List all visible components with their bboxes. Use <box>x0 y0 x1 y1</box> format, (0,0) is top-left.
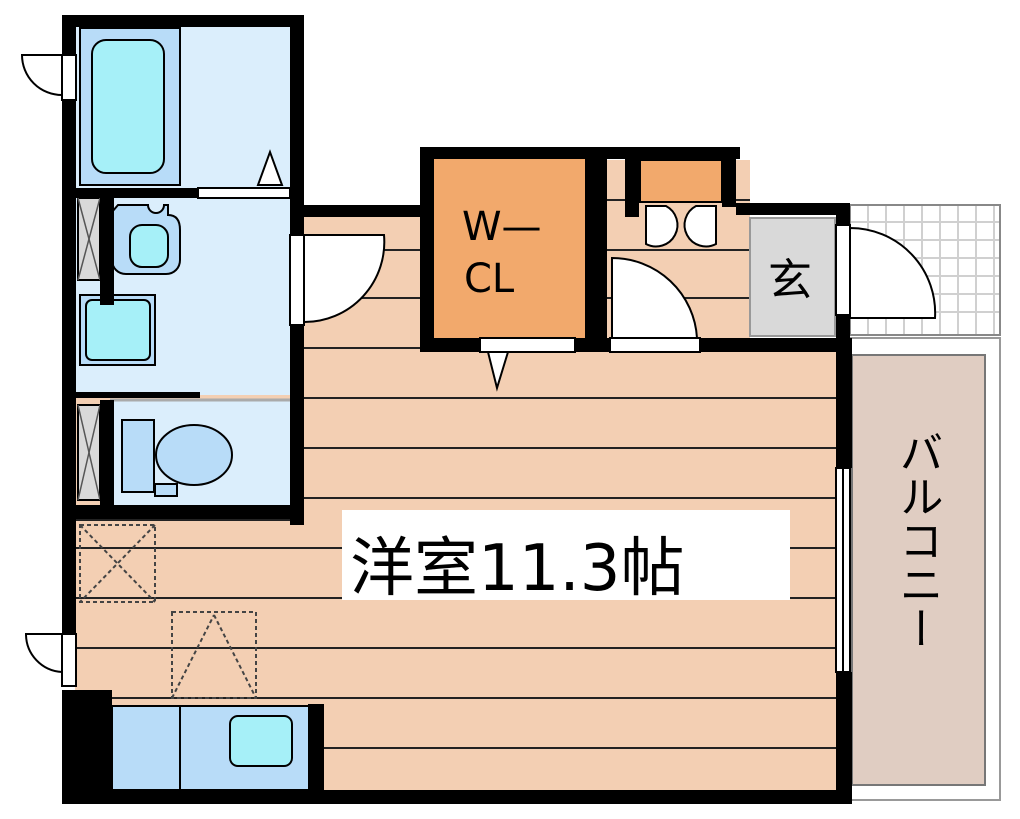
shoe-cabinet <box>639 159 723 203</box>
closet-label-line1: W— <box>462 204 542 250</box>
main-room-label-group: 洋室11.3帖 <box>342 510 790 606</box>
main-room-label: 洋室11.3帖 <box>350 532 685 606</box>
balcony-label: バルコニー <box>892 430 943 650</box>
closet-label-line2: CL <box>464 256 515 302</box>
toilet <box>121 419 233 497</box>
bathtub <box>79 27 181 186</box>
balcony: バルコニー <box>849 337 1001 801</box>
walk-in-closet: W— CL <box>430 155 595 340</box>
washing-machine-space <box>79 294 156 366</box>
entrance: 玄 <box>749 217 836 337</box>
kitchen-counter <box>111 705 321 791</box>
entrance-label: 玄 <box>768 255 812 306</box>
bathroom-area <box>75 25 290 505</box>
washbasin <box>111 204 181 275</box>
doors <box>20 54 937 687</box>
